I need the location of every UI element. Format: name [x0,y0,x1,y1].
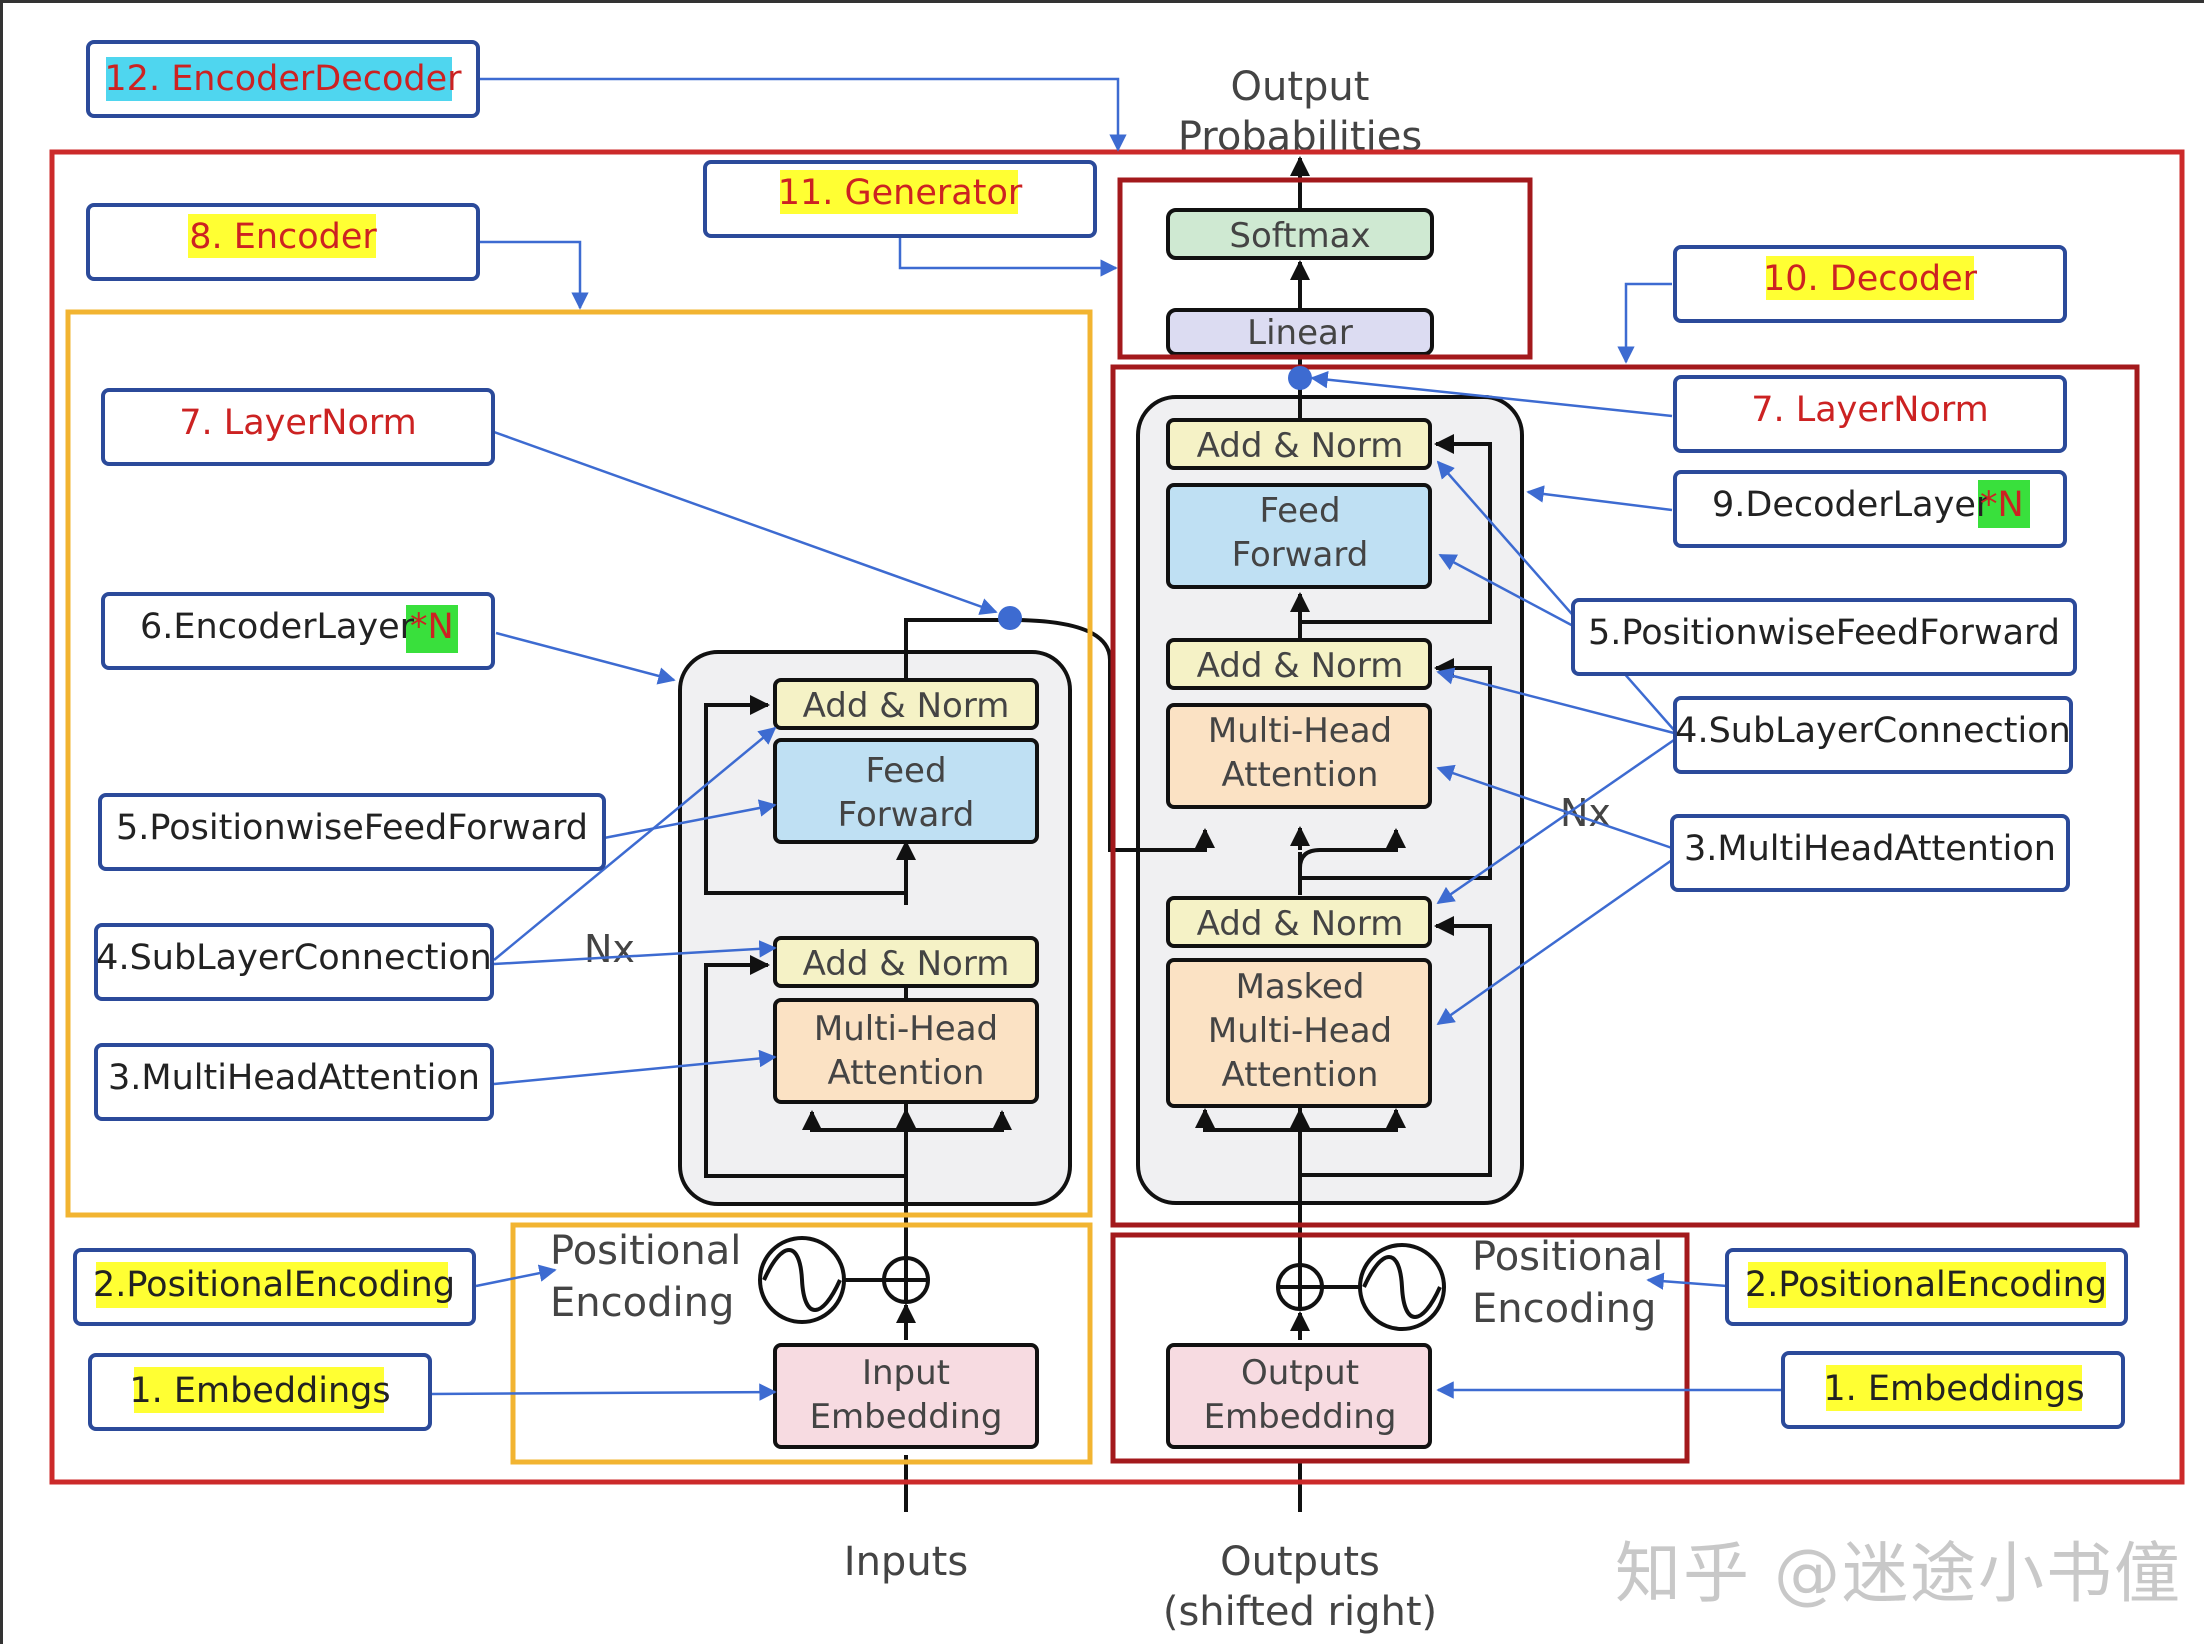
encoderdecoder-frame [49,149,2185,1485]
dec-addnorm-middle [1166,638,1432,690]
dec-addnorm-bottom [1166,896,1432,948]
box-mha-right [1670,814,2070,892]
input-emb-label-1: Input [862,1353,950,1393]
pos-enc-left-2: Encoding [550,1280,734,1326]
label-layernorm-left: 7. LayerNorm [179,403,417,443]
linear-label: Linear [1247,313,1353,353]
label-ffn-right: 5.PositionwiseFeedForward [1588,613,2060,653]
box-sublayer-right [1673,696,2073,774]
label-mha-right: 3.MultiHeadAttention [1684,829,2056,869]
label-decoderlayer: 9.DecoderLayer [1712,485,1991,525]
generator-frame [1117,177,1533,360]
decoder-frame [1110,364,2140,1228]
group-frames [49,149,2185,1485]
pos-enc-left-1: Positional [550,1228,741,1274]
outputs-label-1: Outputs [1220,1539,1380,1585]
enc-addnorm-top-label: Add & Norm [803,686,1010,726]
output-emb-label-2: Embedding [1204,1397,1397,1437]
enc-addnorm-bottom-label: Add & Norm [803,944,1010,984]
enc-feed-label-1: Feed [865,751,946,791]
output-embedding-block [1166,1343,1432,1449]
decoder-embedding-frame [1110,1232,1690,1464]
left-border [0,0,3,1644]
softmax-block [1166,208,1434,260]
decoder-layernorm-dot [1288,366,1312,390]
nx-left: Nx [584,927,635,971]
enc-mha-label-2: Attention [828,1053,985,1093]
box-ffn-left [98,793,606,871]
dec-feed-label-2: Forward [1232,535,1369,575]
dec-addnorm-bottom-label: Add & Norm [1197,904,1404,944]
enc-feed-label-2: Forward [838,795,975,835]
enc-addnorm-bottom [773,936,1039,988]
encoder-layernorm-dot [998,606,1022,630]
dec-feed-label-1: Feed [1259,491,1340,531]
box-decoderlayer [1673,470,2067,548]
watermark: 知乎 @迷途小书僮 [1615,1535,2182,1612]
pos-enc-right-2: Encoding [1472,1286,1656,1332]
top-border [0,0,2204,3]
input-emb-label-2: Embedding [810,1397,1003,1437]
label-sublayer-left: 4.SubLayerConnection [96,938,492,978]
enc-mha-label-1: Multi-Head [814,1009,998,1049]
output-title-1: Output [1231,64,1370,110]
sinusoid-icon-right [1322,1243,1446,1331]
output-emb-label-1: Output [1241,1353,1359,1393]
box-sublayer-left [94,923,494,1001]
inputs-label: Inputs [844,1539,968,1585]
linear-block [1166,308,1434,356]
box-mha-left [94,1043,494,1121]
dec-masked-label-3: Attention [1222,1055,1379,1095]
enc-feed-forward [773,738,1039,844]
encoder-embedding-frame [510,1222,1093,1465]
label-ffn-left: 5.PositionwiseFeedForward [116,808,588,848]
add-icon-right [1276,1263,1324,1311]
dec-masked-attention [1166,958,1432,1108]
dec-masked-label-2: Multi-Head [1208,1011,1392,1051]
box-layernorm-left [101,388,495,466]
block-labels: Softmax Linear Add & Norm Feed Forward A… [803,216,1404,1437]
annotation-labels: 12. EncoderDecoder 11. Generator 8. Enco… [93,59,2107,1411]
dec-masked-label-1: Masked [1236,967,1365,1007]
label-embeddings-right: 1. Embeddings [1823,1369,2084,1409]
label-encoderdecoder: 12. EncoderDecoder [104,59,462,99]
dec-multihead-attention [1166,703,1432,809]
label-layernorm-right: 7. LayerNorm [1751,390,1989,430]
label-sublayer-right: 4.SubLayerConnection [1675,711,2071,751]
encoder-frame [65,309,1093,1218]
dec-mha-label-2: Attention [1222,755,1379,795]
dec-addnorm-top-label: Add & Norm [1197,426,1404,466]
add-icon-left [882,1256,930,1304]
annotation-arrows [429,77,1783,1401]
label-mha-left: 3.MultiHeadAttention [108,1058,480,1098]
label-highlights [96,57,2106,1413]
box-ffn-right [1571,598,2077,676]
label-embeddings-left: 1. Embeddings [129,1371,390,1411]
outputs-label-2: (shifted right) [1163,1589,1437,1635]
positional-encoding-labels: Positional Encoding Positional Encoding [550,1228,1663,1332]
dec-addnorm-top [1166,418,1432,470]
pos-enc-right-1: Positional [1472,1234,1663,1280]
label-decoderlayer-n: *N [1980,485,2024,525]
label-encoderlayer: 6.EncoderLayer [140,607,415,647]
dec-mha-label-1: Multi-Head [1208,711,1392,751]
label-decoder: 10. Decoder [1763,259,1978,299]
dec-feed-forward [1166,483,1432,589]
label-generator: 11. Generator [778,173,1023,213]
label-posenc-right: 2.PositionalEncoding [1745,1265,2107,1305]
sinusoid-icon-left [758,1236,883,1324]
dec-addnorm-middle-label: Add & Norm [1197,646,1404,686]
box-layernorm-right [1673,375,2067,453]
label-encoderlayer-n: *N [410,607,454,647]
enc-addnorm-top [773,678,1039,730]
softmax-label: Softmax [1229,216,1370,256]
encoder-stack [678,650,1072,1206]
label-encoder: 8. Encoder [189,217,377,257]
box-encoderlayer [101,592,495,670]
label-posenc-left: 2.PositionalEncoding [93,1265,455,1305]
